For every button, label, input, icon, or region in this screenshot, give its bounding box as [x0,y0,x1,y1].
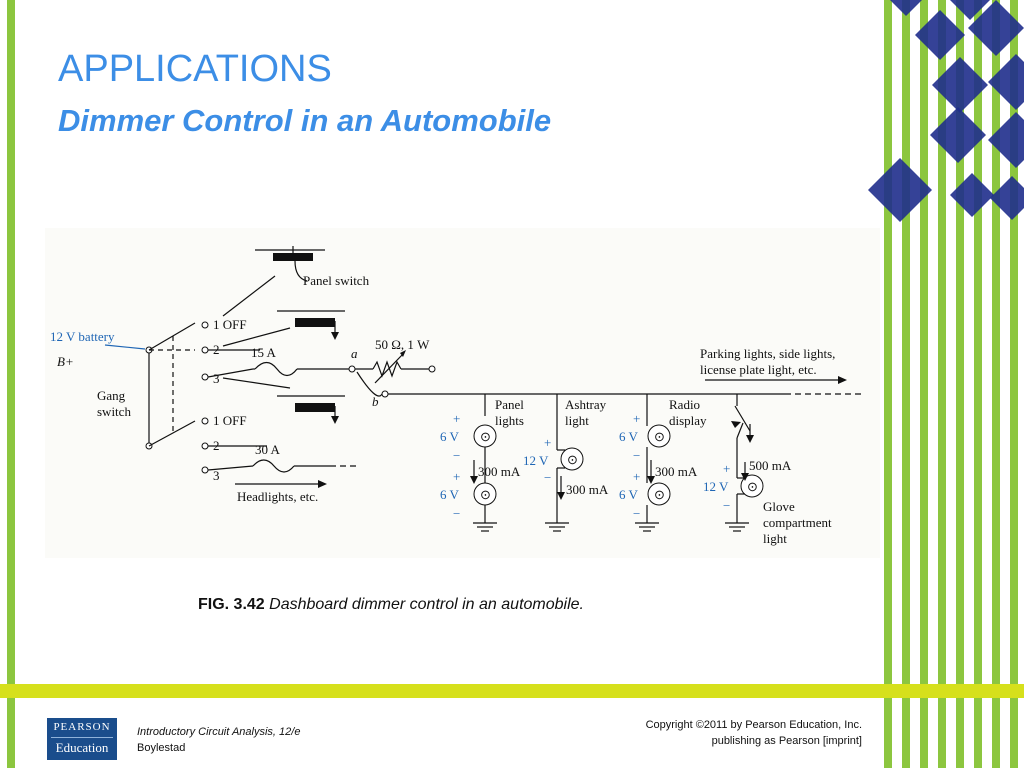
gang-switch-label-2: switch [97,404,131,419]
copyright-line-1: Copyright ©2011 by Pearson Education, In… [645,719,862,731]
panel-switch-label: Panel switch [303,273,370,288]
pos1-bottom: 1 OFF [213,413,247,428]
book-author: Boylestad [137,742,186,754]
radio-plus-1: + [633,411,640,426]
right-stripe-7 [992,0,1000,768]
glove-v12: 12 V [703,479,729,494]
book-info: Introductory Circuit Analysis, 12/e Boyl… [137,724,300,756]
diamond [930,107,986,163]
right-stripe-3 [920,0,928,768]
glove-plus: + [723,461,730,476]
panel-plus-2: + [453,469,460,484]
panel-current: 300 mA [478,464,521,479]
parking-lights-2: license plate light, etc. [700,362,817,377]
ashtray-minus: − [544,470,551,485]
bottom-band [0,684,1024,698]
caption-figure-number: FIG. 3.42 [198,596,265,613]
radio-v6-2: 6 V [619,487,639,502]
diamond [950,173,994,217]
glove-1: Glove [763,499,795,514]
caption-text: Dashboard dimmer control in an automobil… [269,596,584,613]
panel-v6-2: 6 V [440,487,460,502]
right-stripe-4 [938,0,946,768]
slide-subtitle: Dimmer Control in an Automobile [58,103,552,138]
pos3-bottom: 3 [213,468,220,483]
diamond [932,57,988,113]
glove-current: 500 mA [749,458,792,473]
right-stripe-5 [956,0,964,768]
logo-bottom-text: Education [55,740,109,755]
logo-divider [51,737,113,738]
diamond [890,0,922,16]
logo-top-text: PEARSON [53,721,111,733]
copyright-line-2: publishing as Pearson [imprint] [711,735,862,747]
radio-minus-1: − [633,448,640,463]
copyright: Copyright ©2011 by Pearson Education, In… [646,717,862,749]
fuse-15a: 15 A [251,345,277,360]
fuse-30a: 30 A [255,442,281,457]
panel-plus-1: + [453,411,460,426]
ashtray-v12: 12 V [523,453,549,468]
diamond [988,54,1024,110]
panel-v6-1: 6 V [440,429,460,444]
headlights-label: Headlights, etc. [237,489,318,504]
gang-switch-label-1: Gang [97,388,126,403]
radio-minus-2: − [633,506,640,521]
diamond [968,0,1024,56]
radio-current: 300 mA [655,464,698,479]
node-b: b [372,394,379,409]
glove-3: light [763,531,787,546]
right-stripe-8 [1010,0,1018,768]
panel-lights-2: lights [495,413,524,428]
svg-text:⊙: ⊙ [654,429,665,444]
book-title: Introductory Circuit Analysis, 12/e [137,726,301,738]
diamond-pattern [868,0,1024,222]
node-a: a [351,346,358,361]
svg-text:⊙: ⊙ [747,479,758,494]
ashtray-current: 300 mA [566,482,609,497]
glove-2: compartment [763,515,832,530]
diamond [868,158,932,222]
right-stripe-2 [902,0,910,768]
resistor-label: 50 Ω, 1 W [375,337,430,352]
radio-1: Radio [669,397,700,412]
ashtray-1: Ashtray [565,397,607,412]
ashtray-2: light [565,413,589,428]
panel-lights-1: Panel [495,397,524,412]
diamond [988,112,1024,168]
b-plus-label: B+ [57,354,74,369]
svg-text:⊙: ⊙ [480,487,491,502]
radio-v6-1: 6 V [619,429,639,444]
radio-2: display [669,413,707,428]
panel-minus-1: − [453,448,460,463]
diamond [950,0,990,20]
circuit-diagram: 12 V battery B+ Gang switch 1 OFF 2 3 1 … [45,228,880,558]
ashtray-plus: + [544,435,551,450]
radio-plus-2: + [633,469,640,484]
pos1-top: 1 OFF [213,317,247,332]
right-stripe-1 [884,0,892,768]
diamond [915,10,965,60]
svg-text:⊙: ⊙ [654,487,665,502]
left-stripe [7,0,15,768]
pearson-logo: PEARSON Education [47,718,117,760]
slide-title: APPLICATIONS [58,48,332,90]
pos3-top: 3 [213,371,220,386]
parking-lights-1: Parking lights, side lights, [700,346,835,361]
panel-minus-2: − [453,506,460,521]
glove-minus: − [723,498,730,513]
right-stripe-6 [974,0,982,768]
svg-text:⊙: ⊙ [480,429,491,444]
battery-label: 12 V battery [50,329,115,344]
diamond [990,176,1024,220]
figure-caption: FIG. 3.42 Dashboard dimmer control in an… [198,596,584,614]
svg-text:⊙: ⊙ [567,452,578,467]
